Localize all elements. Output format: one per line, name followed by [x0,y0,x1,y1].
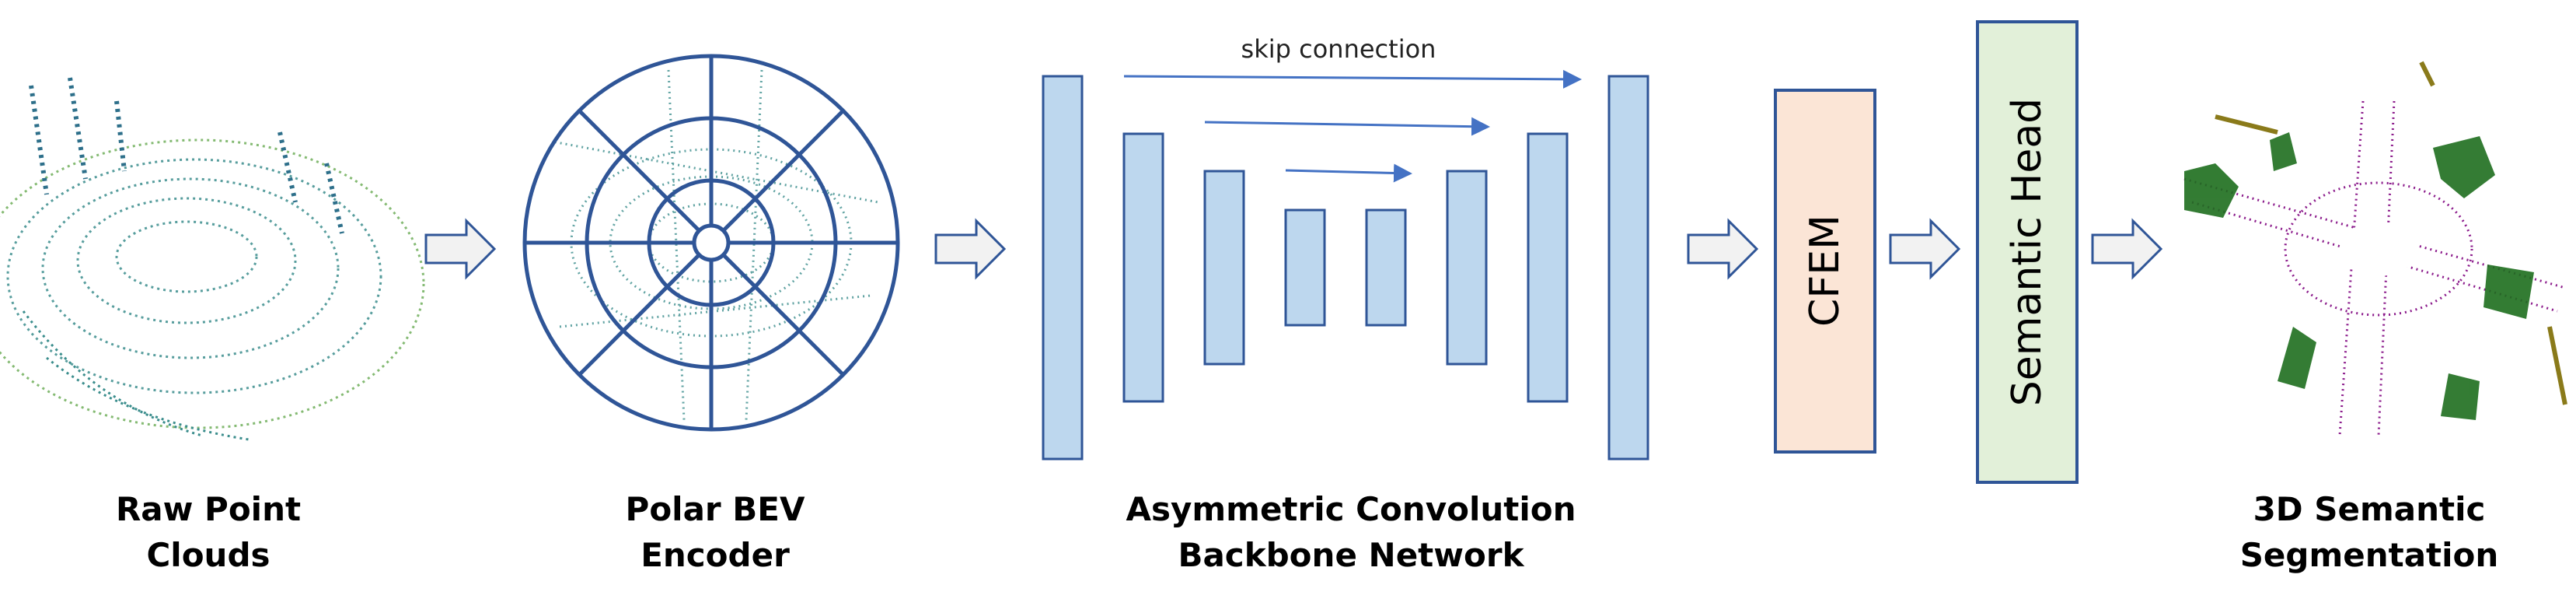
backbone-network: skip connection [1042,34,1649,461]
semantic-head-block [1976,20,2079,484]
semantic-head-label: Semantic Head [2004,98,2051,406]
decoder-block-3 [1446,170,1488,366]
decoder-block-2 [1527,132,1569,403]
segmentation-caption-line2: Segmentation [2240,536,2499,574]
flow-arrow-1 [424,218,497,280]
decoder-block-1 [1607,75,1649,461]
polar-bev-encoder-caption-line2: Encoder [641,536,790,574]
skip-arrow-inner [1285,163,1412,183]
encoder-block-2 [1122,132,1164,403]
segmentation-caption-line1: 3D Semantic [2253,490,2486,528]
skip-connection-label: skip connection [1241,34,1436,64]
encoder-block-4 [1284,208,1326,327]
flow-arrow-5 [2091,218,2163,280]
encoder-block-1 [1042,75,1084,461]
flow-arrow-2 [934,218,1007,280]
raw-point-clouds-caption-line1: Raw Point [116,490,301,528]
cfem-label: CFEM [1802,215,1848,327]
segmentation-result-image [2183,61,2567,436]
skip-arrow-outer [1123,69,1582,89]
flow-arrow-4 [1889,218,1961,280]
polar-bev-image [522,54,900,432]
raw-point-cloud-image [0,77,425,441]
backbone-caption-line2: Backbone Network [1178,536,1524,574]
skip-arrow-middle [1204,117,1490,136]
cfem-block [1774,89,1876,454]
flow-arrow-3 [1687,218,1759,280]
decoder-block-4 [1365,208,1407,327]
backbone-caption-line1: Asymmetric Convolution [1126,490,1576,528]
polar-bev-encoder-caption-line1: Polar BEV [626,490,805,528]
encoder-block-3 [1203,170,1245,366]
raw-point-clouds-caption-line2: Clouds [146,536,270,574]
